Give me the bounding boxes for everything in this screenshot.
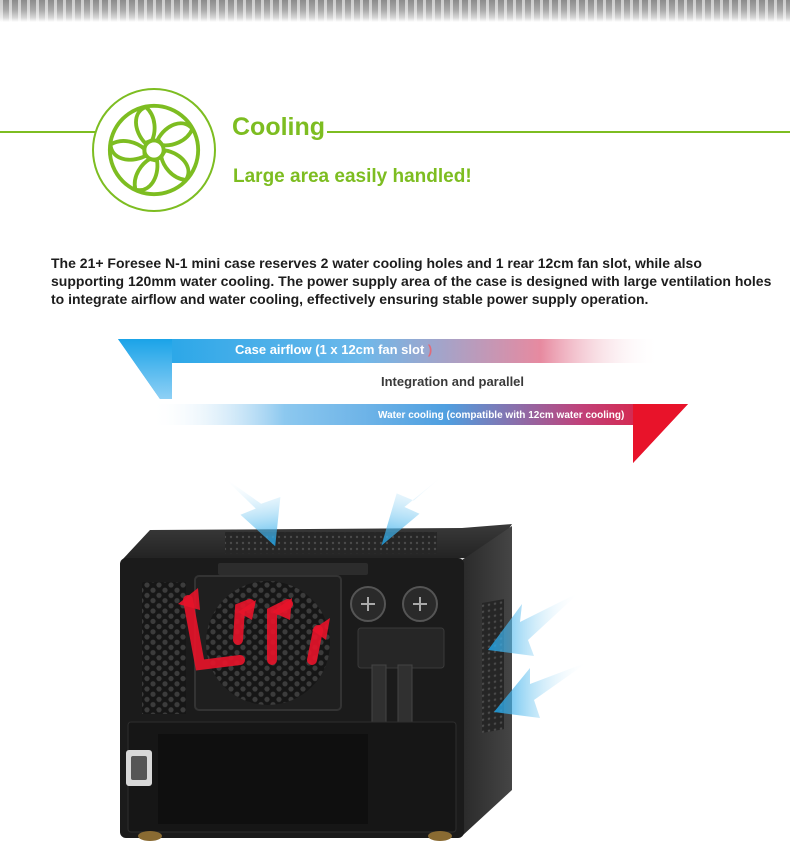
- cooling-badge: [92, 88, 216, 212]
- case-illustration: [120, 471, 588, 841]
- fan-icon: [106, 103, 201, 197]
- top-airflow-arrows: [223, 471, 448, 547]
- hot-air-arrowheads: [178, 588, 330, 640]
- side-airflow-arrows: [488, 592, 588, 718]
- top-texture-band: [0, 0, 790, 22]
- foot-right: [428, 831, 452, 841]
- integration-label: Integration and parallel: [381, 374, 525, 389]
- side-vent-grille: [482, 599, 504, 734]
- airflow-wedge: [118, 339, 172, 399]
- water-cooling-label: Water cooling (compatible with 12cm wate…: [378, 410, 625, 421]
- water-band: [150, 404, 688, 463]
- section-title: Cooling: [232, 112, 328, 142]
- foot-left: [138, 831, 162, 841]
- airflow-label-tail: ): [427, 342, 433, 357]
- divider-left: [0, 131, 96, 133]
- airflow-diagram: [118, 339, 688, 463]
- io-bracket: [357, 627, 445, 669]
- description-text: The 21+ Foresee N-1 mini case reserves 2…: [51, 255, 772, 307]
- section-subtitle: Large area easily handled!: [233, 166, 472, 187]
- divider-right: [324, 131, 790, 133]
- top-vent-grille: [225, 532, 437, 554]
- psu-plate: [158, 734, 368, 824]
- airflow-label: Case airflow (1 x 12cm fan slot ): [235, 342, 432, 358]
- water-wedge: [633, 404, 688, 463]
- airflow-band: [118, 339, 660, 399]
- airflow-label-main: Case airflow (1 x 12cm fan slot: [235, 342, 425, 357]
- rear-top-rail: [218, 563, 368, 575]
- side-vent-left: [142, 582, 186, 714]
